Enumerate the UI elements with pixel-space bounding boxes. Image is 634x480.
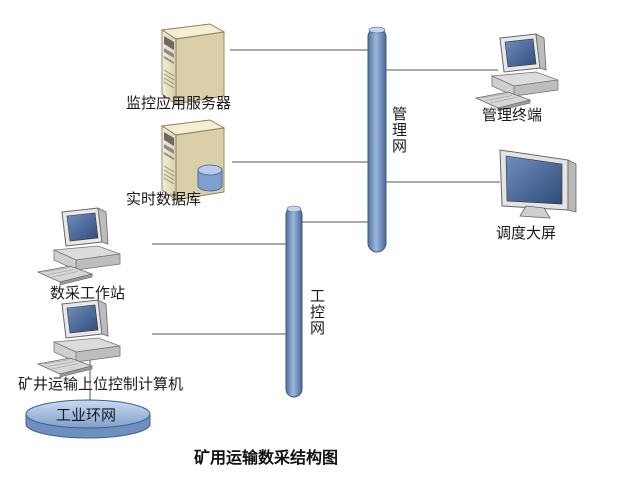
monitor-icon — [499, 149, 577, 219]
workstation-icon — [475, 33, 559, 112]
node-label-industrial-ring: 工业环网 — [56, 406, 117, 424]
workstation-icon — [37, 299, 121, 378]
control-network-bus — [285, 205, 303, 398]
database-server-icon — [161, 119, 225, 201]
node-label-upper-computer: 矿井运输上位控制计算机 — [18, 375, 184, 393]
connection-lines — [89, 49, 500, 404]
diagram-title: 矿用运输数采结构图 — [194, 448, 339, 467]
node-label-dispatch-screen: 调度大屏 — [496, 224, 557, 242]
management-network-bus — [367, 26, 387, 253]
workstation-icon — [37, 207, 121, 286]
node-label-realtime-db: 实时数据库 — [126, 190, 202, 208]
bus-label-control: 工控网 — [308, 288, 326, 336]
node-label-mgmt-terminal: 管理终端 — [482, 106, 543, 124]
node-label-data-station: 数采工作站 — [50, 284, 126, 302]
ring-network-icon — [25, 399, 151, 439]
bus-label-management: 管理网 — [390, 106, 408, 154]
node-label-monitor-server: 监控应用服务器 — [126, 94, 232, 112]
